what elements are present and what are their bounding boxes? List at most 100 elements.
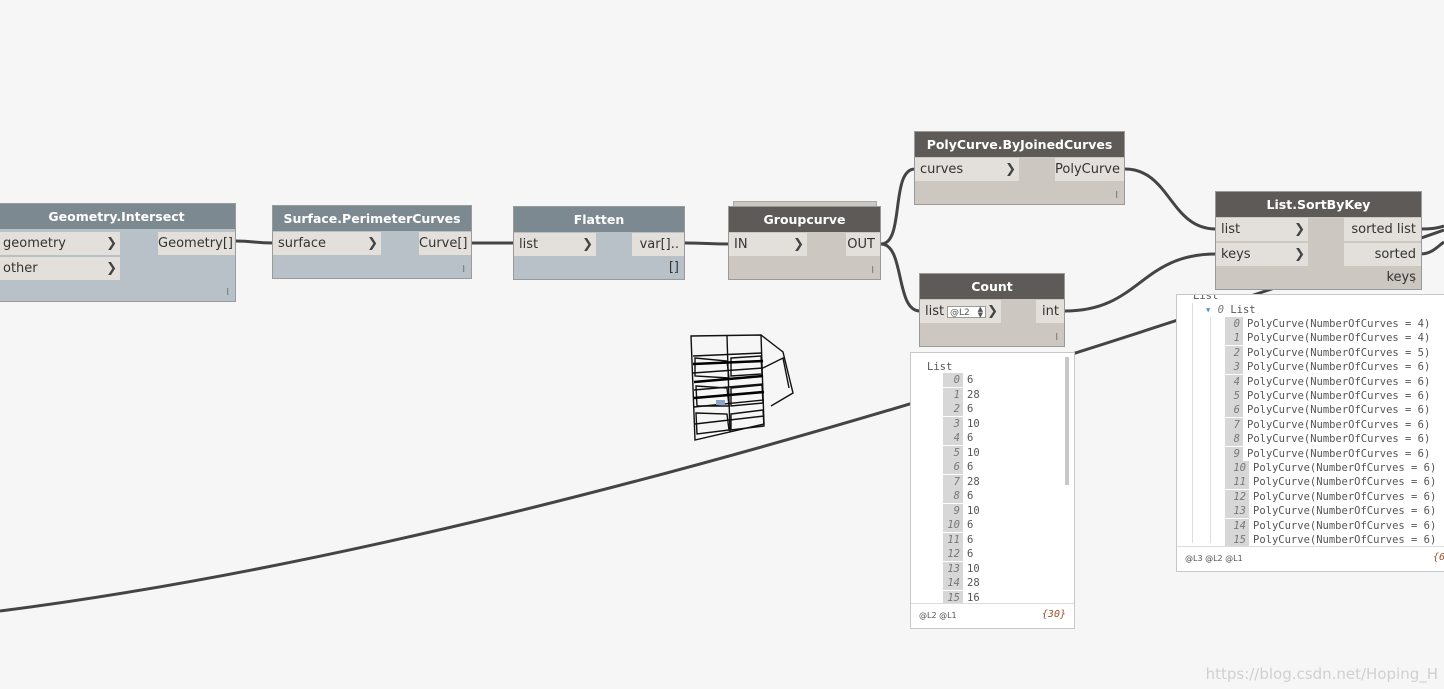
list-value: PolyCurve(NumberOfCurves = 5) [1247, 346, 1431, 359]
list-value: 10 [967, 446, 980, 459]
list-value: PolyCurve(NumberOfCurves = 6) [1247, 375, 1431, 388]
list-index: 2 [943, 402, 963, 416]
output-port-var[interactable]: var[]..[] [632, 233, 684, 275]
list-value: 10 [967, 417, 980, 430]
output-port-curve[interactable]: Curve[] [419, 232, 471, 255]
list-value: 6 [967, 519, 974, 531]
lacing-indicator[interactable]: l [462, 265, 465, 275]
wire-groupcurve-to-polycurve[interactable] [880, 167, 916, 246]
sublist-header[interactable]: ▾ 0 List [1205, 303, 1256, 317]
watermark-text: https://blog.csdn.net/Hoping_H [1205, 665, 1438, 683]
output-port-geometry[interactable]: Geometry[] [158, 232, 235, 255]
list-index: 6 [1225, 403, 1243, 418]
input-port-in[interactable]: IN ❯ [729, 233, 807, 256]
output-port-polycurve[interactable]: PolyCurve [1055, 158, 1124, 181]
lacing-indicator[interactable]: l [226, 288, 229, 298]
expand-triangle-icon[interactable]: ▾ [1205, 304, 1212, 316]
input-port-geometry[interactable]: geometry❯ [0, 232, 120, 255]
list-index: 6 [943, 460, 963, 474]
list-value: 28 [967, 388, 980, 401]
node-count[interactable]: Count list❯ int l [920, 274, 1064, 346]
node-title: Geometry.Intersect [0, 204, 235, 229]
node-title: Count [920, 274, 1064, 299]
lacing-indicator[interactable]: l [1055, 333, 1058, 343]
wire-intersect-to-perimeter[interactable] [235, 239, 274, 245]
list-index: 11 [943, 532, 963, 547]
list-index: 3 [943, 416, 963, 431]
list-value: 10 [967, 504, 980, 517]
list-levels: @L2 @L1 [919, 611, 957, 620]
stepper-arrows-icon[interactable]: ▲▼ [977, 305, 983, 319]
list-value: PolyCurve(NumberOfCurves = 6) [1247, 447, 1431, 460]
scrollbar[interactable] [1065, 357, 1069, 485]
list-index: 12 [943, 547, 963, 561]
node-geometry-intersect[interactable]: Geometry.Intersect geometry❯ other❯ Geom… [0, 204, 235, 301]
node-groupcurve[interactable]: Groupcurve IN❯ OUT l [729, 207, 880, 279]
list-value: 16 [967, 591, 980, 604]
list-index: 1 [1225, 331, 1243, 346]
list-item: 11 6 [943, 532, 974, 547]
output-port-out[interactable]: OUT [846, 233, 880, 256]
list-value: 10 [967, 562, 980, 575]
list-value: PolyCurve(NumberOfCurves = 6) [1253, 519, 1437, 532]
wire-polycurve-to-sort[interactable] [1124, 167, 1217, 231]
port-label: surface [278, 236, 327, 251]
geometry-preview-3d [690, 334, 794, 441]
list-value: PolyCurve(NumberOfCurves = 6) [1247, 404, 1431, 417]
input-port-list[interactable]: list ❯ [514, 233, 596, 256]
output-port-int[interactable]: int [1036, 300, 1064, 323]
list-value: 28 [967, 577, 980, 589]
port-label: IN [734, 237, 748, 252]
input-port-other[interactable]: other❯ [0, 257, 120, 280]
node-surface-perimetercurves[interactable]: Surface.PerimeterCurves surface❯ Curve[]… [273, 206, 471, 278]
lacing-indicator[interactable]: l [1115, 191, 1118, 201]
node-flatten[interactable]: Flatten list❯ var[]..[] l [514, 207, 684, 279]
input-port-list[interactable]: list❯ [1216, 218, 1308, 241]
list-index: 7 [1225, 417, 1243, 432]
chevron-right-icon: ❯ [793, 237, 804, 252]
list-index: 15 [943, 590, 963, 605]
wire-groupcurve-to-count[interactable] [880, 242, 921, 313]
list-value: 6 [967, 548, 974, 560]
input-port-curves[interactable]: curves❯ [915, 158, 1019, 181]
output-port-sorted-keys[interactable]: sorted keys [1344, 243, 1421, 285]
list-index: 9 [943, 503, 963, 518]
output-port-sorted-list[interactable]: sorted list [1344, 218, 1421, 241]
list-value: PolyCurve(NumberOfCurves = 6) [1247, 390, 1431, 402]
list-item: 12 6 [943, 547, 973, 561]
input-port-surface[interactable]: surface❯ [273, 232, 381, 255]
chevron-right-icon: ❯ [106, 261, 117, 276]
wire-sort-out-2[interactable] [1420, 240, 1444, 256]
wire-sort-out-1[interactable] [1420, 224, 1444, 231]
lacing-indicator[interactable]: l [871, 266, 874, 276]
list-value: 6 [967, 533, 974, 546]
lacing-indicator[interactable]: l [1412, 276, 1415, 286]
chevron-right-icon: ❯ [582, 237, 593, 252]
wire-flatten-to-groupcurve[interactable] [684, 241, 730, 246]
list-index: 12 [1225, 489, 1249, 504]
lacing-indicator[interactable]: l [675, 266, 678, 276]
port-label: list [519, 237, 539, 252]
list-index: 1 [943, 387, 963, 402]
input-port-keys[interactable]: keys❯ [1216, 243, 1308, 266]
node-polycurve-byjoinedcurves[interactable]: PolyCurve.ByJoinedCurves curves❯ PolyCur… [915, 132, 1124, 204]
node-list-sortbykey[interactable]: List.SortByKey list❯ keys❯ sorted list s… [1216, 192, 1421, 289]
list-level-stepper[interactable]: @L2▲▼ [947, 305, 986, 319]
list-index: 13 [943, 561, 963, 576]
port-label: geometry [3, 236, 67, 251]
list-index: 15 [1225, 533, 1249, 547]
list-value: PolyCurve(NumberOfCurves = 6) [1247, 361, 1431, 374]
wire-count-to-sort[interactable] [1064, 252, 1217, 313]
